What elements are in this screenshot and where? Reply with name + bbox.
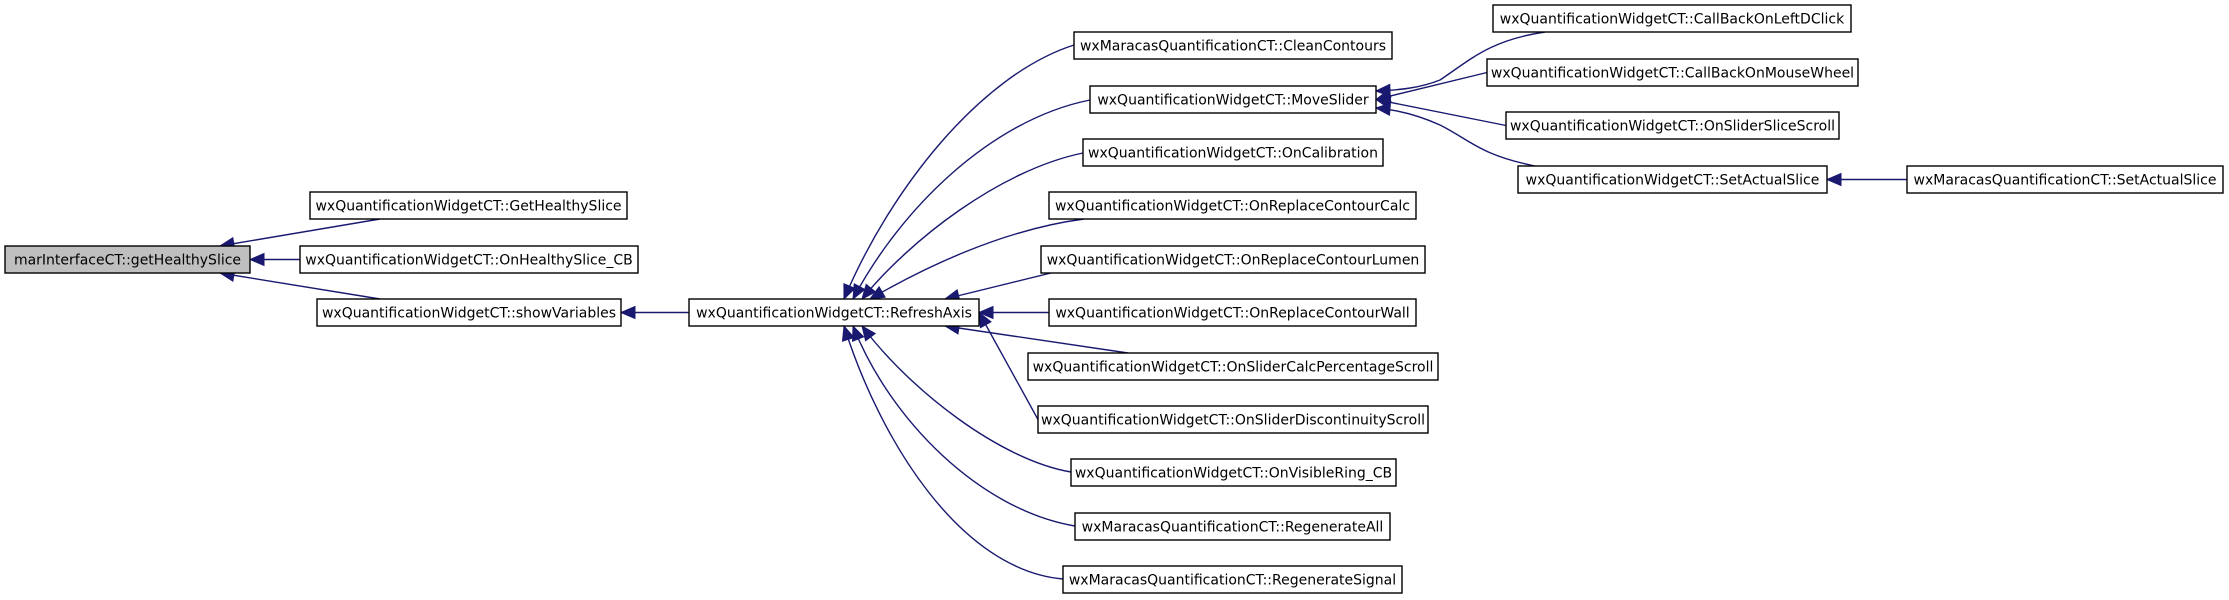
node-label: wxMaracasQuantificationCT::CleanContours	[1080, 39, 1386, 55]
node-oscp[interactable]: wxQuantificationWidgetCT::OnSliderCalcPe…	[1027, 352, 1439, 381]
node-box[interactable]	[1082, 138, 1384, 167]
node-rgs[interactable]: wxMaracasQuantificationCT::RegenerateSig…	[1062, 565, 1403, 594]
node-box[interactable]	[1037, 405, 1429, 434]
node-label: wxQuantificationWidgetCT::CallBackOnMous…	[1491, 66, 1854, 82]
node-box[interactable]	[1027, 352, 1439, 381]
arrowhead-orcw-to-ra	[977, 305, 994, 320]
node-cbm[interactable]: wxQuantificationWidgetCT::CallBackOnMous…	[1486, 58, 1859, 87]
node-ovr[interactable]: wxQuantificationWidgetCT::OnVisibleRing_…	[1070, 458, 1397, 487]
node-label: wxQuantificationWidgetCT::MoveSlider	[1097, 93, 1369, 109]
arrowhead-sas-to-ms	[1374, 102, 1392, 116]
edge-cbl-to-ms	[1375, 31, 1546, 92]
edge-ghs-to-root	[219, 218, 381, 247]
node-layer: marInterfaceCT::getHealthySlicewxQuantif…	[4, 4, 2224, 594]
node-box[interactable]	[1486, 58, 1859, 87]
node-label: wxQuantificationWidgetCT::OnSliderDiscon…	[1041, 413, 1425, 429]
edge-sas-to-ms	[1375, 107, 1536, 167]
arrowhead-ohs-to-root	[248, 252, 265, 267]
node-box[interactable]	[688, 298, 980, 327]
node-box[interactable]	[309, 191, 628, 220]
node-box[interactable]	[316, 298, 622, 327]
edge-ovr-to-ra	[861, 325, 1072, 473]
node-label: wxQuantificationWidgetCT::CallBackOnLeft…	[1500, 12, 1845, 28]
edge-cbm-to-ms	[1375, 71, 1488, 101]
arrowhead-msas-to-sas	[1825, 172, 1842, 187]
node-box[interactable]	[1074, 512, 1391, 541]
edge-layer	[218, 31, 1907, 580]
node-label: wxQuantificationWidgetCT::OnVisibleRing_…	[1075, 466, 1392, 482]
node-box[interactable]	[1048, 191, 1417, 220]
arrowhead-rgs-to-ra	[841, 324, 855, 342]
edge-ms-to-ra	[852, 99, 1091, 300]
arrowhead-ovr-to-ra	[861, 324, 877, 342]
node-box[interactable]	[1089, 85, 1377, 114]
node-box[interactable]	[1048, 298, 1417, 327]
edge-rga-to-ra	[852, 325, 1076, 527]
arrowhead-osds-to-ra	[978, 311, 992, 329]
node-orcw[interactable]: wxQuantificationWidgetCT::OnReplaceConto…	[1048, 298, 1417, 327]
node-cc[interactable]: wxMaracasQuantificationCT::CleanContours	[1073, 31, 1393, 60]
node-label: wxMaracasQuantificationCT::SetActualSlic…	[1914, 173, 2217, 189]
node-box[interactable]	[4, 245, 251, 274]
node-root[interactable]: marInterfaceCT::getHealthySlice	[4, 245, 251, 274]
node-label: wxQuantificationWidgetCT::OnSliderCalcPe…	[1033, 360, 1434, 376]
node-box[interactable]	[1070, 458, 1397, 487]
node-sv[interactable]: wxQuantificationWidgetCT::showVariables	[316, 298, 622, 327]
arrowhead-ra-to-sv	[619, 305, 636, 320]
edge-oscp-to-ra	[944, 325, 1129, 354]
node-oc[interactable]: wxQuantificationWidgetCT::OnCalibration	[1082, 138, 1384, 167]
edge-cc-to-ra	[843, 44, 1075, 300]
node-ohs[interactable]: wxQuantificationWidgetCT::OnHealthySlice…	[299, 245, 639, 274]
edge-rgs-to-ra	[843, 325, 1064, 580]
node-label: marInterfaceCT::getHealthySlice	[14, 253, 241, 269]
node-label: wxQuantificationWidgetCT::SetActualSlice	[1526, 173, 1820, 189]
node-label: wxQuantificationWidgetCT::OnReplaceConto…	[1055, 199, 1410, 215]
node-sas[interactable]: wxQuantificationWidgetCT::SetActualSlice	[1517, 165, 1828, 194]
node-box[interactable]	[299, 245, 639, 274]
edge-oss-to-ms	[1375, 98, 1507, 127]
node-label: wxQuantificationWidgetCT::showVariables	[322, 306, 616, 322]
node-label: wxMaracasQuantificationCT::RegenerateAll	[1082, 520, 1384, 536]
arrowhead-rga-to-ra	[852, 324, 865, 342]
edge-sv-to-root	[219, 272, 381, 300]
edge-oc-to-ra	[861, 152, 1084, 300]
node-box[interactable]	[1062, 565, 1403, 594]
node-label: wxQuantificationWidgetCT::OnHealthySlice…	[305, 253, 632, 269]
node-label: wxMaracasQuantificationCT::RegenerateSig…	[1069, 573, 1396, 589]
node-cbl[interactable]: wxQuantificationWidgetCT::CallBackOnLeft…	[1492, 4, 1852, 33]
node-label: wxQuantificationWidgetCT::OnReplaceConto…	[1055, 306, 1409, 322]
node-label: wxQuantificationWidgetCT::RefreshAxis	[696, 306, 972, 322]
node-label: wxQuantificationWidgetCT::OnSliderSliceS…	[1510, 119, 1835, 135]
node-box[interactable]	[1073, 31, 1393, 60]
node-msas[interactable]: wxMaracasQuantificationCT::SetActualSlic…	[1906, 165, 2224, 194]
edge-osds-to-ra	[978, 312, 1039, 420]
node-box[interactable]	[1517, 165, 1828, 194]
arrowhead-cc-to-ra	[843, 283, 856, 301]
node-osds[interactable]: wxQuantificationWidgetCT::OnSliderDiscon…	[1037, 405, 1429, 434]
node-box[interactable]	[1505, 111, 1840, 140]
node-ra[interactable]: wxQuantificationWidgetCT::RefreshAxis	[688, 298, 980, 327]
node-label: wxQuantificationWidgetCT::GetHealthySlic…	[315, 199, 621, 215]
node-oss[interactable]: wxQuantificationWidgetCT::OnSliderSliceS…	[1505, 111, 1840, 140]
node-ms[interactable]: wxQuantificationWidgetCT::MoveSlider	[1089, 85, 1377, 114]
node-box[interactable]	[1906, 165, 2224, 194]
arrowhead-ms-to-ra	[852, 283, 866, 301]
node-label: wxQuantificationWidgetCT::OnReplaceConto…	[1047, 253, 1420, 269]
node-orcc[interactable]: wxQuantificationWidgetCT::OnReplaceConto…	[1048, 191, 1417, 220]
node-box[interactable]	[1492, 4, 1852, 33]
node-label: wxQuantificationWidgetCT::OnCalibration	[1088, 146, 1378, 162]
node-orcl[interactable]: wxQuantificationWidgetCT::OnReplaceConto…	[1040, 245, 1426, 274]
node-rga[interactable]: wxMaracasQuantificationCT::RegenerateAll	[1074, 512, 1391, 541]
arrowhead-orcc-to-ra	[868, 285, 886, 300]
node-ghs[interactable]: wxQuantificationWidgetCT::GetHealthySlic…	[309, 191, 628, 220]
arrowhead-oc-to-ra	[861, 283, 877, 300]
node-box[interactable]	[1040, 245, 1426, 274]
edge-orcc-to-ra	[869, 218, 1085, 300]
